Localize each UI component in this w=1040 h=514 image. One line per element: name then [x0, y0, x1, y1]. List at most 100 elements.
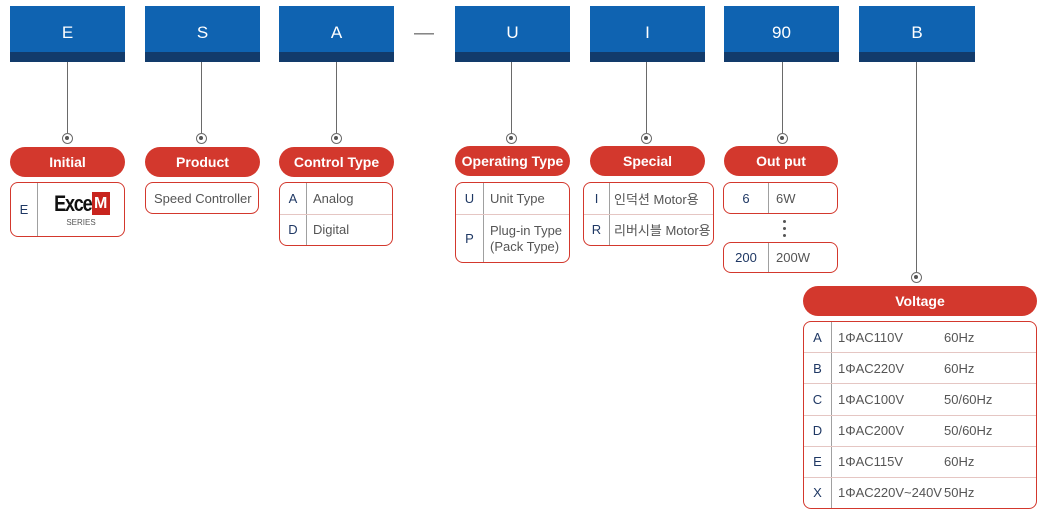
option-row: P Plug-in Type (Pack Type)	[456, 214, 569, 262]
ellipsis-dot	[783, 227, 786, 230]
connector-marker-initial	[62, 133, 73, 144]
option-label: Speed Controller	[154, 190, 252, 206]
frequency-value: 60Hz	[944, 329, 975, 345]
connector-line-control-type	[336, 62, 337, 133]
option-row: R 리버시블 Motor용	[584, 213, 713, 245]
connector-line-initial	[67, 62, 68, 133]
option-label: 1ΦAC220V 60Hz	[832, 353, 1036, 383]
code-box-operating-type: U	[455, 6, 570, 62]
title-operating-type: Operating Type	[455, 146, 570, 176]
code-box-initial: E	[10, 6, 125, 62]
option-code: P	[456, 215, 484, 262]
code-box-output: 90	[724, 6, 839, 62]
title-initial: Initial	[10, 147, 125, 177]
connector-marker-output	[777, 133, 788, 144]
voltage-row: E 1ΦAC115V 60Hz	[804, 445, 1036, 477]
title-product: Product	[145, 147, 260, 177]
option-label: 1ΦAC110V 60Hz	[832, 322, 1036, 352]
title-output: Out put	[724, 146, 838, 176]
option-code: A	[280, 183, 307, 214]
voltage-row: A 1ΦAC110V 60Hz	[804, 322, 1036, 353]
connector-line-operating-type	[511, 62, 512, 133]
option-row: D Digital	[280, 213, 392, 245]
connector-marker-voltage	[911, 272, 922, 283]
option-code: R	[584, 214, 610, 245]
operating-type-options: U Unit Type P Plug-in Type (Pack Type)	[455, 182, 570, 263]
option-row: Speed Controller	[146, 183, 258, 213]
option-code: 200	[724, 243, 769, 272]
title-voltage: Voltage	[803, 286, 1037, 316]
output-option-last: 200 200W	[723, 242, 838, 273]
option-label-line2: (Pack Type)	[490, 238, 560, 254]
voltage-row: X 1ΦAC220V~240V 50Hz	[804, 476, 1036, 508]
option-label: 리버시블 Motor용	[614, 223, 711, 239]
product-options: Speed Controller	[145, 182, 259, 214]
option-label: Digital	[313, 222, 350, 238]
control-type-options: A Analog D Digital	[279, 182, 393, 246]
voltage-value: 1ΦAC115V	[838, 454, 904, 470]
initial-options: E Exce M SERIES	[10, 182, 125, 237]
option-label: 1ΦAC200V 50/60Hz	[832, 416, 1036, 446]
code-box-voltage: B	[859, 6, 975, 62]
code-box-band	[279, 52, 394, 62]
ellipsis-dot	[783, 220, 786, 223]
option-code: D	[804, 415, 832, 446]
option-row: 6 6W	[724, 183, 837, 213]
title-control-type: Control Type	[279, 147, 394, 177]
voltage-row: C 1ΦAC100V 50/60Hz	[804, 383, 1036, 415]
connector-marker-control-type	[331, 133, 342, 144]
connector-line-output	[782, 62, 783, 133]
option-row: A Analog	[280, 183, 392, 214]
option-label: Plug-in Type (Pack Type)	[484, 215, 569, 262]
voltage-row: D 1ΦAC200V 50/60Hz	[804, 414, 1036, 446]
code-box-label: A	[330, 23, 343, 42]
special-options: I 인덕션 Motor용 R 리버시블 Motor용	[583, 182, 714, 246]
output-option-first: 6 6W	[723, 182, 838, 214]
option-code: D	[280, 214, 307, 245]
code-box-label: S	[196, 23, 209, 42]
code-box-label: B	[911, 23, 923, 42]
code-box-label: E	[61, 23, 74, 42]
option-label: 1ΦAC100V 50/60Hz	[832, 384, 1036, 414]
logo-accent-mark: M	[91, 192, 110, 215]
connector-line-voltage	[916, 62, 917, 272]
frequency-value: 60Hz	[944, 454, 975, 470]
option-row: U Unit Type	[456, 183, 569, 214]
voltage-value: 1ΦAC220V~240V	[838, 485, 942, 501]
code-box-special: I	[590, 6, 705, 62]
connector-line-special	[646, 62, 647, 133]
frequency-value: 50/60Hz	[944, 391, 993, 407]
logo-wordmark: Exce	[54, 191, 92, 216]
option-code: B	[804, 353, 832, 384]
title-special: Special	[590, 146, 705, 176]
option-code: E	[11, 183, 38, 236]
code-box-band	[145, 52, 260, 62]
voltage-value: 1ΦAC110V	[838, 329, 904, 345]
code-box-product: S	[145, 6, 260, 62]
option-label: 1ΦAC115V 60Hz	[832, 447, 1036, 477]
option-label: 200W	[776, 250, 810, 265]
logo-series-text: SERIES	[66, 218, 96, 227]
code-box-label: I	[645, 23, 650, 42]
connector-marker-special	[641, 133, 652, 144]
option-row: I 인덕션 Motor용	[584, 183, 713, 214]
option-row: 200 200W	[724, 243, 837, 272]
frequency-value: 50/60Hz	[944, 423, 993, 439]
option-code: U	[456, 183, 484, 214]
option-label: Unit Type	[490, 191, 545, 206]
voltage-options: A 1ΦAC110V 60Hz B 1ΦAC220V 60Hz C 1ΦAC10…	[803, 321, 1037, 509]
option-row: E Exce M SERIES	[11, 183, 124, 236]
option-label: 1ΦAC220V~240V 50Hz	[832, 478, 1036, 508]
code-box-band	[724, 52, 839, 62]
code-box-band	[859, 52, 975, 62]
logo-cell: Exce M SERIES	[38, 183, 124, 236]
voltage-value: 1ΦAC100V	[838, 391, 905, 407]
connector-marker-product	[196, 133, 207, 144]
code-box-band	[455, 52, 570, 62]
connector-marker-operating-type	[506, 133, 517, 144]
voltage-value: 1ΦAC220V	[838, 360, 905, 376]
option-label-line1: Plug-in Type	[490, 222, 563, 238]
code-box-label: U	[506, 23, 519, 42]
option-label: Analog	[313, 190, 354, 206]
option-code: C	[804, 384, 832, 415]
